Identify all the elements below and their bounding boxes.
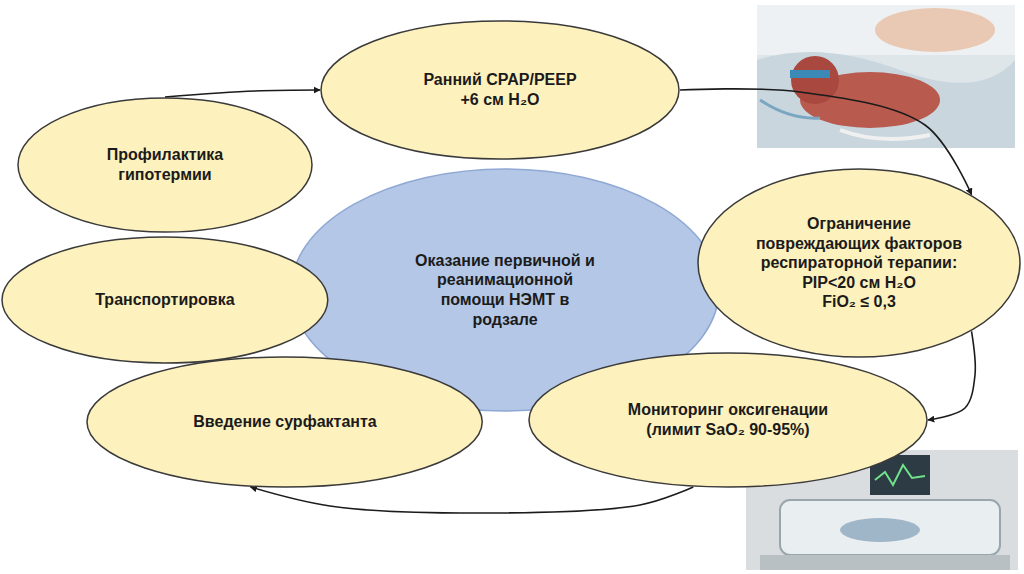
wire [840, 130, 930, 139]
node-text: Профилактика гипотермии [90, 145, 240, 184]
text-group: Ранний CPAP/PEEP +6 см H₂O [415, 70, 585, 109]
cpap-tube [790, 70, 830, 78]
ellipse-outline [320, 20, 680, 160]
ellipse-shape [321, 21, 679, 159]
flow-arrow [250, 487, 693, 513]
text-group: Мониторинг оксигенации (лимит SaO₂ 90-95… [611, 400, 846, 439]
ellipse-outline [528, 352, 928, 488]
text-group: Оказание первичной и реанимационной помо… [415, 251, 595, 329]
blanket [757, 5, 1015, 55]
photo-frame [757, 5, 1015, 148]
node-text: Ограничение повреждающих факторов респир… [752, 214, 967, 273]
step-ellipse: Мониторинг оксигенации (лимит SaO₂ 90-95… [528, 352, 928, 488]
hand [875, 8, 995, 52]
sheet [757, 52, 1015, 148]
node-text: Мониторинг оксигенации (лимит SaO₂ 90-95… [611, 400, 846, 439]
text-group: Введение сурфактанта [150, 412, 420, 432]
ellipse-shape [87, 357, 482, 487]
step-ellipse: Транспортировка [1, 236, 329, 364]
node-text: Оказание первичной и реанимационной помо… [415, 251, 595, 329]
ellipse-shape [698, 169, 1020, 357]
text-group: Профилактика гипотермии [90, 145, 240, 184]
flow-arrow [165, 90, 320, 97]
node-text: Введение сурфактанта [150, 412, 420, 432]
ellipse-shape [18, 98, 312, 232]
incubator-base [760, 555, 1010, 570]
node-text: FiO₂ ≤ 0,3 [752, 292, 967, 312]
node-text: PIP<20 см H₂O [752, 273, 967, 293]
tubing [760, 100, 820, 118]
monitor-trace [875, 465, 925, 485]
baby [840, 518, 920, 542]
step-ellipse: Профилактика гипотермии [17, 97, 313, 233]
step-ellipse: Ограничение повреждающих факторов респир… [697, 168, 1021, 358]
node-text: Ранний CPAP/PEEP +6 см H₂O [415, 70, 585, 109]
text-group: Транспортировка [55, 290, 275, 310]
ellipse-shape [2, 237, 328, 363]
incubator [780, 500, 1000, 555]
newborn-photo [757, 5, 1015, 148]
node-text: Транспортировка [55, 290, 275, 310]
ellipse-outline [17, 97, 313, 233]
ellipse-shape [529, 353, 927, 487]
step-ellipse: Ранний CPAP/PEEP +6 см H₂O [320, 20, 680, 160]
step-ellipse: Введение сурфактанта [86, 356, 483, 488]
text-group: Ограничение повреждающих факторов респир… [752, 214, 967, 312]
